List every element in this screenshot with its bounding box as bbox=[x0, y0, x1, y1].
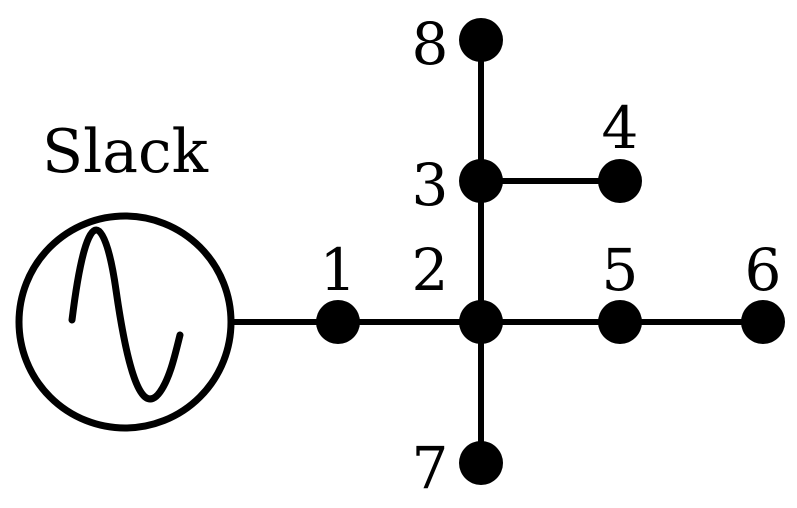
slack-label: Slack bbox=[42, 117, 209, 187]
lines bbox=[234, 40, 763, 463]
bus-node-4 bbox=[598, 159, 642, 203]
bus-label-5: 5 bbox=[602, 236, 639, 304]
bus-node-2 bbox=[459, 300, 503, 344]
sine-wave-icon bbox=[68, 226, 184, 403]
bus-label-7: 7 bbox=[412, 434, 449, 502]
bus-node-1 bbox=[316, 300, 360, 344]
bus-node-7 bbox=[459, 441, 503, 485]
bus-node-5 bbox=[598, 300, 642, 344]
bus-nodes bbox=[316, 18, 785, 485]
bus-node-3 bbox=[459, 159, 503, 203]
bus-label-4: 4 bbox=[602, 94, 639, 162]
slack-generator: Slack bbox=[15, 117, 235, 432]
bus-label-8: 8 bbox=[412, 10, 449, 78]
bus-node-8 bbox=[459, 18, 503, 62]
bus-label-3: 3 bbox=[412, 151, 449, 219]
bus-labels: 1 2 3 4 5 6 7 8 bbox=[320, 10, 782, 502]
bus-node-6 bbox=[741, 300, 785, 344]
bus-label-2: 2 bbox=[412, 236, 449, 304]
bus-label-6: 6 bbox=[745, 236, 782, 304]
ac-source-icon bbox=[15, 212, 235, 432]
bus-label-1: 1 bbox=[320, 236, 357, 304]
